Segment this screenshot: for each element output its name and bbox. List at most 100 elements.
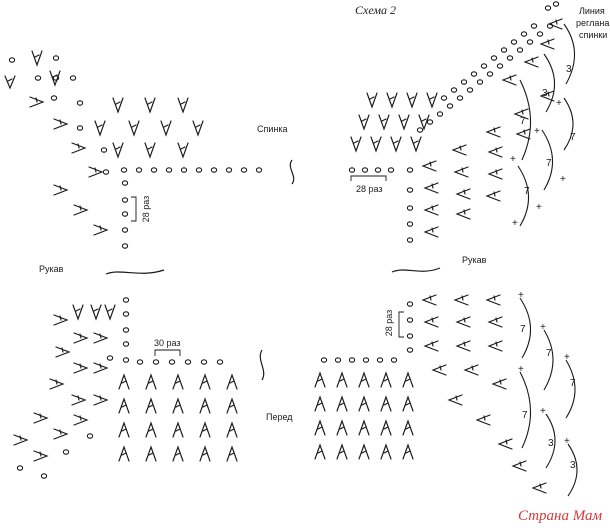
double-crochet-side-symbol — [485, 294, 501, 306]
chain-stitch-symbol — [436, 111, 444, 117]
double-crochet-side-symbol — [423, 182, 439, 194]
double-crochet-symbol — [72, 304, 84, 321]
double-crochet-side-symbol — [29, 96, 45, 108]
chain-stitch-symbol — [416, 127, 424, 133]
double-crochet-symbol — [426, 92, 438, 109]
plus-marker: + — [564, 352, 570, 363]
chain-stitch-symbol — [121, 211, 129, 217]
chain-stitch-symbol — [102, 169, 110, 175]
double-crochet-side-symbol — [455, 188, 471, 200]
double-crochet-side-symbol — [49, 378, 65, 390]
double-crochet-side-symbol — [485, 126, 501, 138]
double-crochet-symbol — [90, 304, 102, 321]
chain-stitch-symbol — [406, 301, 414, 307]
double-crochet-side-symbol — [497, 438, 513, 450]
double-crochet-symbol — [31, 50, 43, 67]
chain-stitch-symbol — [406, 205, 414, 211]
chain-stitch-symbol — [121, 180, 129, 186]
chain-stitch-symbol — [362, 357, 370, 363]
chain-stitch-symbol — [348, 167, 356, 173]
double-crochet-up-symbol — [172, 397, 184, 414]
chain-stitch-symbol — [552, 1, 560, 7]
chain-stitch-symbol — [52, 55, 60, 61]
chain-stitch-symbol — [120, 167, 128, 173]
double-crochet-side-symbol — [539, 38, 555, 50]
chain-stitch-symbol — [334, 357, 342, 363]
double-crochet-side-symbol — [423, 226, 439, 238]
double-crochet-symbol — [398, 114, 410, 131]
double-crochet-up-symbol — [380, 443, 392, 460]
chain-stitch-symbol — [135, 167, 143, 173]
chain-count-bottom-6: 3 — [570, 460, 576, 471]
chain-stitch-symbol — [86, 433, 94, 439]
chain-count-bottom-3: 7 — [570, 378, 576, 389]
chain-stitch-symbol — [76, 125, 84, 131]
double-crochet-up-symbol — [145, 397, 157, 414]
plus-marker: + — [564, 436, 570, 447]
watermark-background — [516, 503, 610, 525]
double-crochet-side-symbol — [13, 434, 29, 446]
chain-stitch-symbol — [440, 95, 448, 101]
repeat-bracket-left-horizontal — [154, 349, 181, 356]
double-crochet-symbol — [366, 92, 378, 109]
chain-stitch-symbol — [406, 317, 414, 323]
double-crochet-side-symbol — [531, 482, 547, 494]
chain-stitch-symbol — [34, 75, 42, 81]
chain-stitch-symbol — [406, 187, 414, 193]
double-crochet-up-symbol — [145, 421, 157, 438]
chain-stitch-symbol — [240, 167, 248, 173]
double-crochet-up-symbol — [336, 395, 348, 412]
chain-stitch-symbol — [450, 87, 458, 93]
chain-stitch-symbol — [320, 357, 328, 363]
double-crochet-symbol — [410, 136, 422, 153]
double-crochet-side-symbol — [423, 316, 439, 328]
double-crochet-symbol — [112, 97, 124, 114]
double-crochet-side-symbol — [455, 316, 471, 328]
double-crochet-up-symbol — [199, 421, 211, 438]
double-crochet-side-symbol — [88, 166, 104, 178]
chain-stitch-symbol — [121, 197, 129, 203]
chain-stitch-symbol — [510, 39, 518, 45]
double-crochet-side-symbol — [93, 224, 109, 236]
double-crochet-up-symbol — [145, 373, 157, 390]
plus-marker: + — [518, 364, 524, 375]
chain-stitch-symbol — [470, 71, 478, 77]
chain-stitch-symbol — [406, 347, 414, 353]
front-label: Перед — [266, 412, 293, 422]
chain-stitch-symbol — [376, 357, 384, 363]
chain-stitch-symbol — [152, 359, 160, 365]
chain-count-bottom-1: 7 — [520, 324, 526, 335]
double-crochet-up-symbol — [336, 419, 348, 436]
separator-wave-bottom — [259, 349, 265, 381]
chain-stitch-symbol — [106, 355, 114, 361]
chain-stitch-symbol — [361, 167, 369, 173]
chain-stitch-symbol — [50, 95, 58, 101]
chain-stitch-symbol — [52, 75, 60, 81]
plus-marker: + — [512, 218, 518, 229]
double-crochet-up-symbol — [226, 421, 238, 438]
chain-stitch-symbol — [40, 473, 48, 479]
plus-marker: + — [560, 174, 566, 185]
repeat-count-right-vertical: 28 раз — [384, 310, 394, 337]
double-crochet-side-symbol — [53, 428, 69, 440]
double-crochet-symbol — [144, 97, 156, 114]
chain-stitch-symbol — [184, 359, 192, 365]
double-crochet-up-symbol — [402, 443, 414, 460]
chain-stitch-symbol — [195, 167, 203, 173]
chain-stitch-symbol — [121, 243, 129, 249]
double-crochet-side-symbol — [53, 118, 69, 130]
chain-count-top-4: 7 — [570, 132, 576, 143]
double-crochet-up-symbol — [358, 395, 370, 412]
chain-stitch-symbol — [456, 95, 464, 101]
sleeve-right-label: Рукав — [462, 255, 487, 265]
watermark-logo: Страна Мам — [518, 508, 603, 524]
double-crochet-symbol — [358, 114, 370, 131]
double-crochet-up-symbol — [358, 443, 370, 460]
raglan-line-label-3: спинки — [579, 30, 607, 40]
double-crochet-side-symbol — [421, 160, 437, 172]
double-crochet-symbol — [390, 136, 402, 153]
chain-stitch-symbol — [387, 167, 395, 173]
double-crochet-up-symbol — [118, 397, 130, 414]
double-crochet-side-symbol — [451, 144, 467, 156]
